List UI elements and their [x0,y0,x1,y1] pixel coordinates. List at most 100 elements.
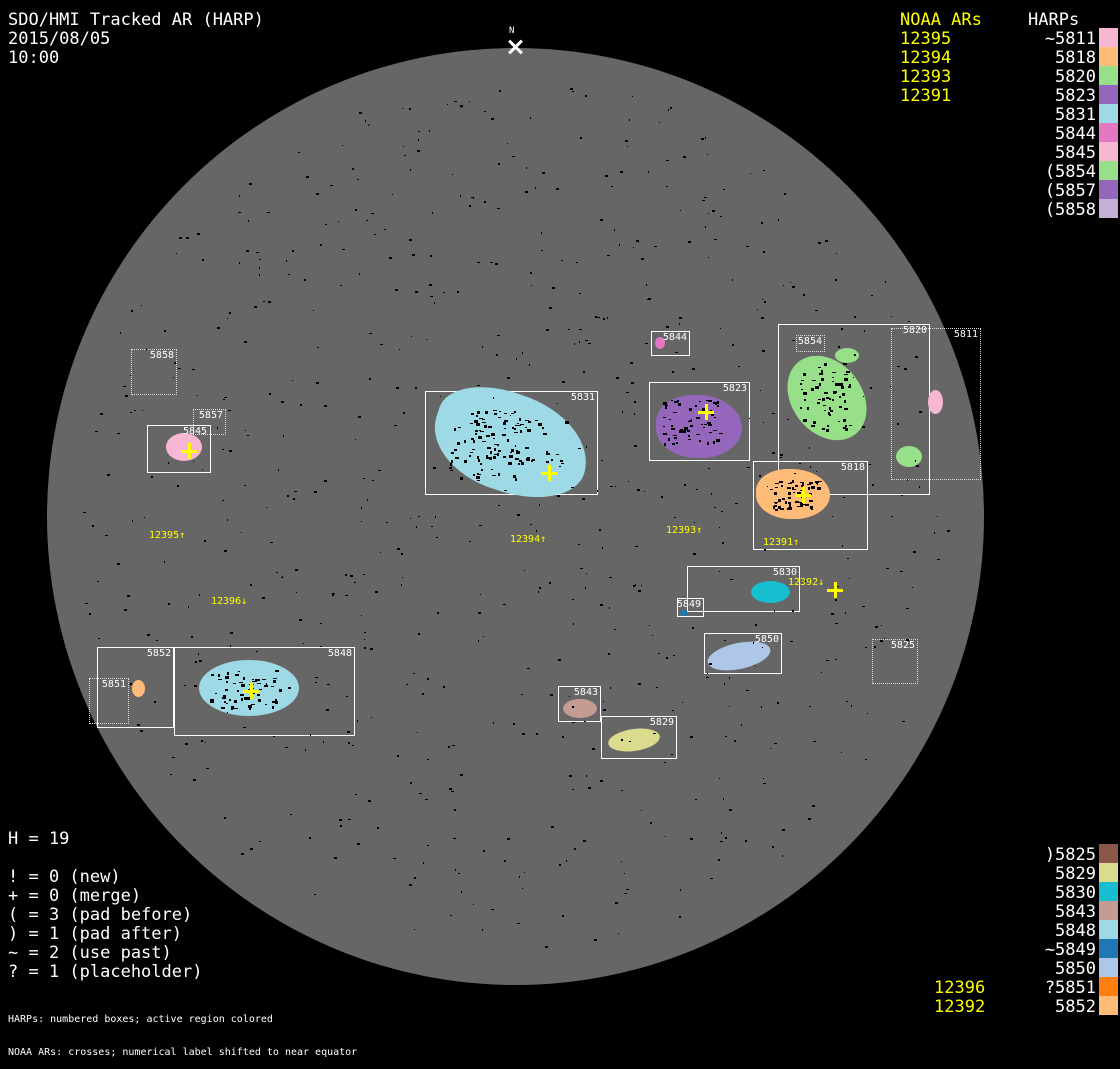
region-5849 [680,610,688,616]
magnetic-speckle [457,291,459,293]
magnetic-speckle [832,399,834,401]
magnetic-speckle [747,467,750,468]
magnetic-speckle [130,412,132,413]
magnetic-speckle [519,418,521,421]
magnetic-speckle [915,460,916,462]
magnetic-speckle [763,422,764,423]
magnetic-speckle [397,755,399,757]
magnetic-speckle [517,423,519,424]
magnetic-speckle [256,252,259,253]
magnetic-speckle [550,694,553,696]
magnetic-speckle [450,470,453,471]
magnetic-speckle [620,171,623,173]
magnetic-speckle [773,506,775,509]
magnetic-speckle [380,344,383,345]
magnetic-speckle [130,683,132,685]
magnetic-speckle [223,695,226,697]
magnetic-speckle [900,571,903,572]
magnetic-speckle [281,401,284,403]
magnetic-speckle [897,423,899,425]
magnetic-speckle [409,884,412,886]
magnetic-speckle [320,244,322,246]
magnetic-speckle [725,837,727,839]
harp-legend-item: 5823 [1055,86,1096,106]
magnetic-speckle [585,587,586,589]
magnetic-speckle [572,722,575,723]
magnetic-speckle [455,869,456,871]
magnetic-speckle [98,638,100,639]
magnetic-speckle [478,436,482,439]
magnetic-speckle [273,680,276,683]
magnetic-speckle [224,817,226,819]
magnetic-speckle [542,427,544,429]
magnetic-speckle [810,466,811,468]
magnetic-speckle [688,439,691,440]
magnetic-speckle [813,421,815,424]
harp-legend-item: 5829 [1055,864,1096,884]
magnetic-speckle [592,748,595,750]
magnetic-speckle [558,659,561,661]
magnetic-speckle [817,402,820,404]
magnetic-speckle [313,310,314,311]
harp-label: 5844 [662,332,687,343]
magnetic-speckle [470,452,473,453]
harp-count: H = 19 [8,829,70,849]
magnetic-speckle [724,640,726,641]
magnetic-speckle [835,623,838,624]
magnetic-speckle [849,578,850,579]
harp-box-5851: 5851 [89,678,129,724]
magnetic-speckle [525,191,528,193]
magnetic-speckle [809,706,811,707]
magnetic-speckle [838,346,840,348]
magnetic-speckle [256,651,258,652]
magnetic-speckle [772,846,774,848]
magnetic-speckle [656,687,658,688]
magnetic-speckle [629,119,630,121]
magnetic-speckle [671,425,673,427]
magnetic-speckle [266,683,267,685]
magnetic-speckle [310,734,311,736]
magnetic-speckle [522,352,523,354]
magnetic-speckle [410,169,411,171]
magnetic-speckle [792,340,795,341]
magnetic-speckle [345,574,347,576]
magnetic-speckle [811,425,815,427]
harp-box-5849: 5849 [677,598,704,617]
magnetic-speckle [541,250,543,251]
magnetic-speckle [716,439,720,442]
magnetic-speckle [342,145,343,146]
magnetic-speckle [637,489,640,491]
magnetic-speckle [204,540,206,542]
magnetic-speckle [370,648,373,650]
magnetic-speckle [497,208,500,209]
magnetic-speckle [699,440,701,442]
magnetic-speckle [653,733,656,734]
noaa-legend-item: 12391 [900,86,952,106]
magnetic-speckle [583,840,586,842]
magnetic-speckle [609,577,612,578]
magnetic-speckle [482,419,485,420]
magnetic-speckle [679,430,683,433]
magnetic-speckle [185,743,188,745]
magnetic-speckle [123,386,126,387]
magnetic-speckle [257,694,260,696]
magnetic-speckle [650,822,652,824]
magnetic-speckle [494,444,498,445]
harp-legend-item: 5830 [1055,883,1096,903]
magnetic-speckle [696,434,700,435]
magnetic-speckle [819,383,821,386]
magnetic-speckle [794,473,796,474]
magnetic-speckle [471,197,473,198]
magnetic-speckle [811,388,814,391]
magnetic-speckle [222,500,224,501]
magnetic-speckle [636,240,639,242]
magnetic-speckle [178,368,181,369]
magnetic-speckle [665,405,668,406]
magnetic-speckle [497,335,500,336]
magnetic-speckle [778,499,781,502]
magnetic-speckle [572,599,574,600]
harp-color-swatch [1099,66,1118,85]
footnote: HARPs: numbered boxes; active region col… [8,992,357,1069]
magnetic-speckle [492,475,496,476]
magnetic-speckle [170,774,172,775]
